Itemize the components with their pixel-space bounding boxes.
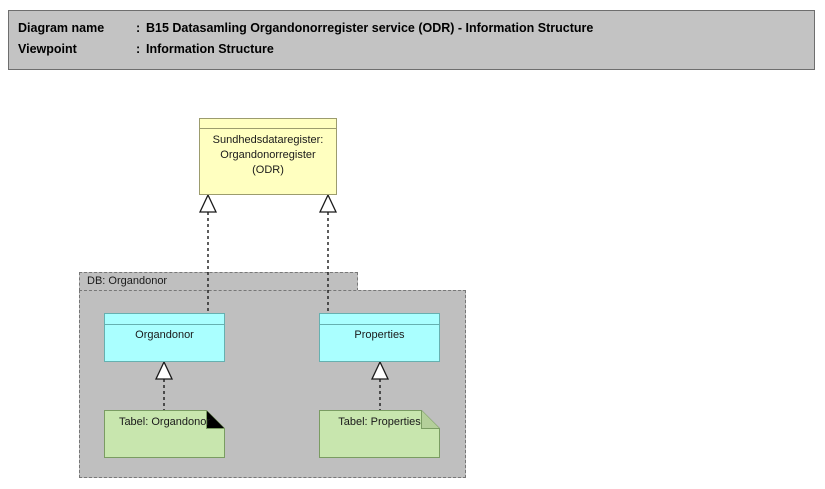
realization-arrowhead-organdonor-to-odr [198, 193, 218, 213]
diagram-name-row: Diagram name: B15 Datasamling Organdonorr… [18, 21, 593, 35]
table-note-properties[interactable]: Tabel: Properties [319, 410, 440, 458]
class-label-organdonor: Organdonor [135, 329, 194, 341]
data-object-label: Sundhedsdataregister: Organdonorregister… [200, 133, 336, 178]
diagram-title-bar: Diagram name: B15 Datasamling Organdonorr… [8, 10, 815, 70]
diagram-name-label: Diagram name [18, 21, 105, 35]
table-note-organdonor[interactable]: Tabel: Organdonor [104, 410, 225, 458]
diagram-name-separator: : [136, 21, 141, 35]
data-object-label-line2: Organdonorregister [220, 149, 316, 161]
data-object-header-band [200, 119, 336, 129]
diagram-name-value: B15 Datasamling Organdonorregister servi… [146, 21, 594, 35]
note-body-path [104, 410, 225, 458]
note-fold-path [206, 410, 225, 429]
package-tab-db-organdonor[interactable]: DB: Organdonor [79, 272, 358, 291]
class-box-properties[interactable]: Properties [319, 313, 440, 362]
table-label-properties: Tabel: Properties [338, 416, 421, 428]
viewpoint-row: Viewpoint: Information Structure [18, 42, 274, 56]
note-body-path [319, 410, 440, 458]
table-label-organdonor: Tabel: Organdonor [118, 416, 211, 428]
data-object-label-line1: Sundhedsdataregister: [212, 134, 324, 146]
note-shape [104, 410, 225, 458]
data-object-sundhedsdataregister-odr[interactable]: Sundhedsdataregister: Organdonorregister… [199, 118, 337, 195]
realization-arrowhead-properties-to-odr [318, 193, 338, 213]
viewpoint-value: Information Structure [146, 42, 274, 56]
note-shape [319, 410, 440, 458]
package-label: DB: Organdonor [87, 275, 168, 287]
class-header-band [320, 314, 439, 325]
viewpoint-label: Viewpoint [18, 42, 77, 56]
class-box-organdonor[interactable]: Organdonor [104, 313, 225, 362]
data-object-label-line3: (ODR) [252, 164, 284, 176]
class-header-band [105, 314, 224, 325]
class-label-properties: Properties [354, 329, 405, 341]
note-fold-path [421, 410, 440, 429]
viewpoint-separator: : [136, 42, 141, 56]
